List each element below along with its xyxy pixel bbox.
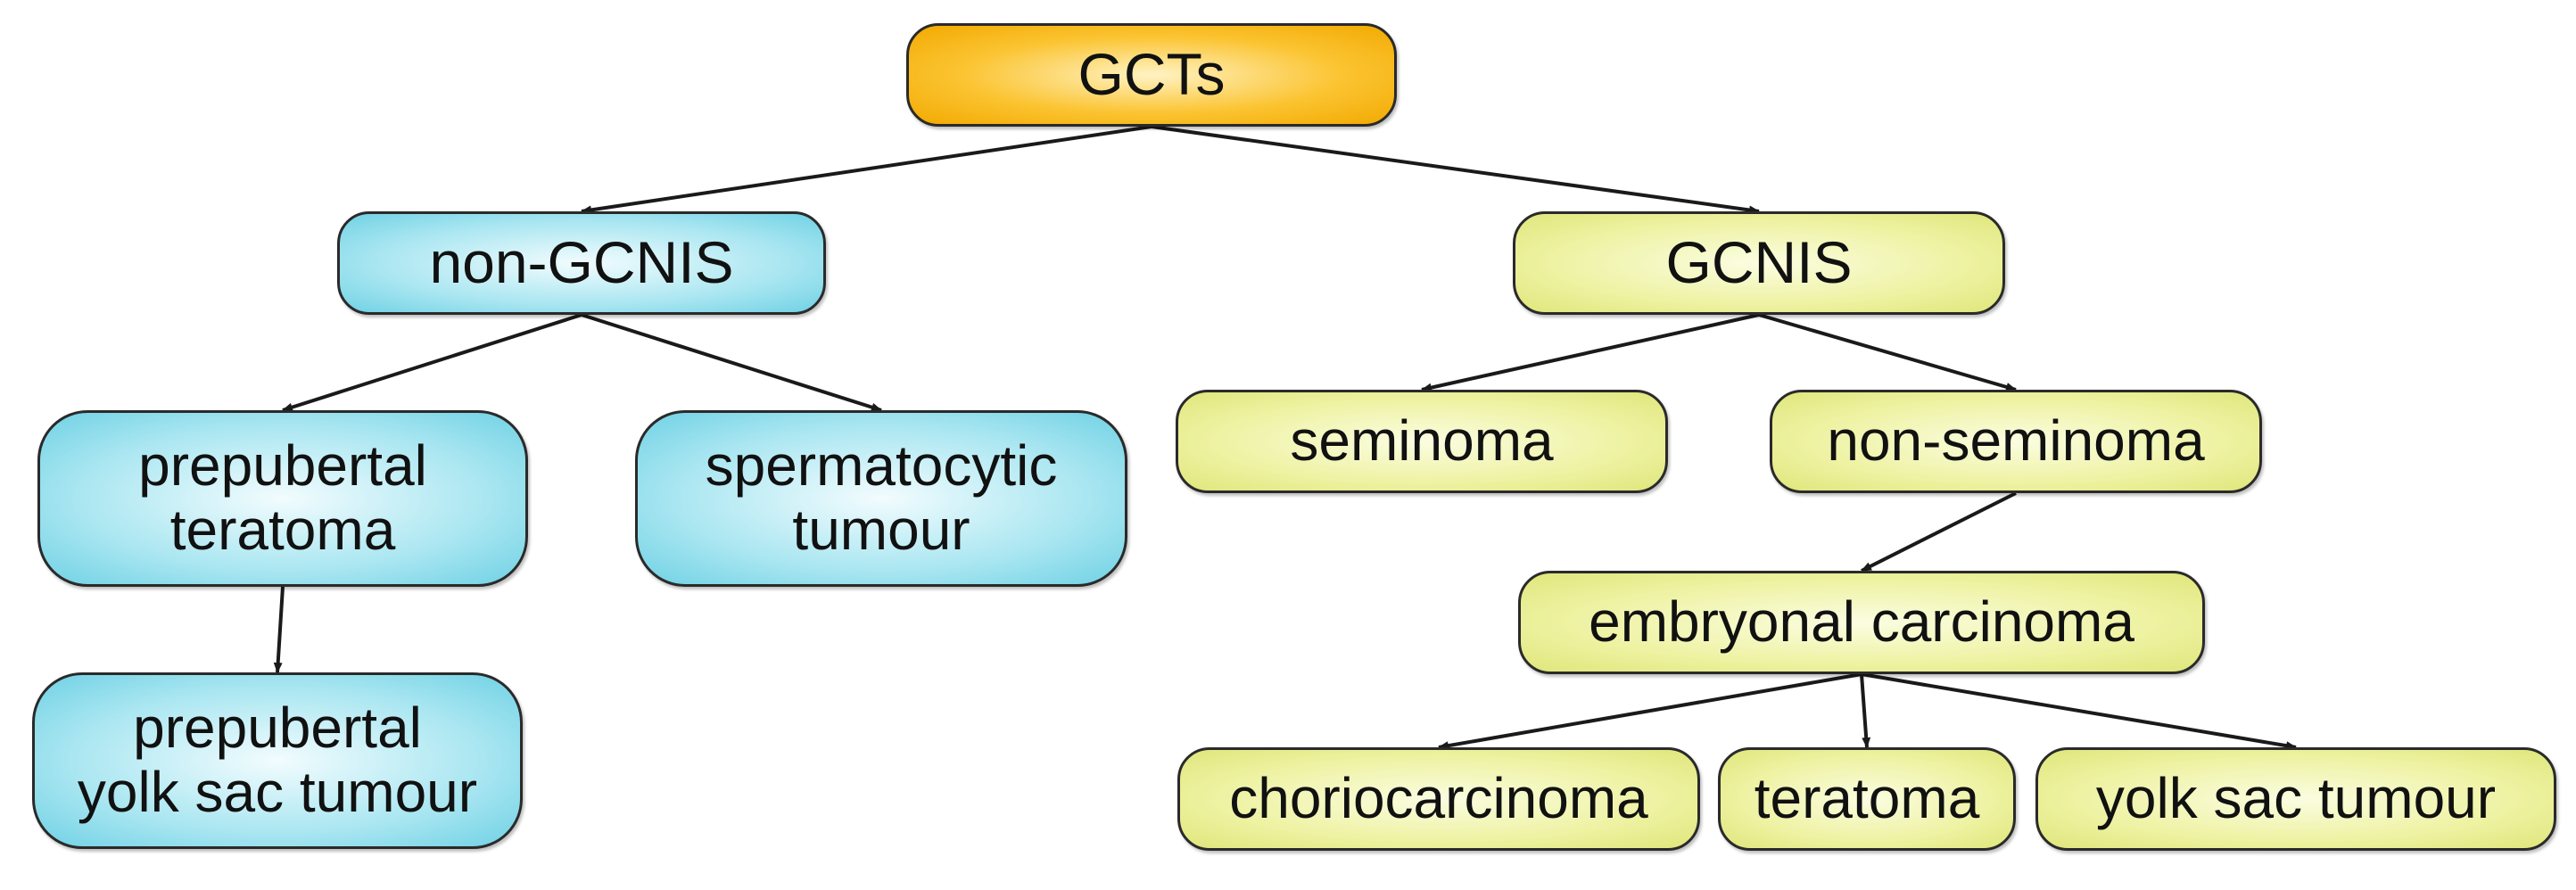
node-seminoma-label: seminoma xyxy=(1290,408,1554,474)
node-gcnis-label: GCNIS xyxy=(1665,229,1853,296)
node-prepubertal-yolk-sac-tumour-label: prepubertal yolk sac tumour xyxy=(77,696,478,824)
arrow-non_gcnis-to-prepubertal_teratoma xyxy=(282,313,582,412)
node-choriocarcinoma: choriocarcinoma xyxy=(1177,747,1700,851)
arrow-non_gcnis-to-spermatocytic_tumour xyxy=(581,313,882,412)
node-non-seminoma-label: non-seminoma xyxy=(1827,408,2205,474)
node-gcts-label: GCTs xyxy=(1077,41,1226,108)
node-teratoma-label: teratoma xyxy=(1754,766,1980,831)
node-yolk-sac-tumour-label: yolk sac tumour xyxy=(2095,766,2497,831)
node-seminoma: seminoma xyxy=(1176,390,1668,493)
node-gcnis: GCNIS xyxy=(1513,211,2005,315)
arrow-gcnis-to-non_seminoma xyxy=(1758,313,2017,391)
arrow-prepubertal_teratoma-to-prepubertal_yolk_sac_tumour xyxy=(273,586,285,673)
arrow-embryonal_carcinoma-to-yolk_sac_tumour xyxy=(1861,672,2297,751)
node-gcts: GCTs xyxy=(906,23,1397,127)
node-embryonal-carcinoma: embryonal carcinoma xyxy=(1518,571,2205,674)
node-teratoma: teratoma xyxy=(1718,747,2016,851)
arrow-gcts-to-gcnis xyxy=(1151,125,1760,215)
node-yolk-sac-tumour: yolk sac tumour xyxy=(2035,747,2556,851)
node-prepubertal-teratoma: prepubertal teratoma xyxy=(37,410,528,587)
node-non-gcnis-label: non-GCNIS xyxy=(429,229,734,296)
arrow-embryonal_carcinoma-to-teratoma xyxy=(1860,673,1871,748)
arrow-gcnis-to-seminoma xyxy=(1421,313,1760,392)
node-spermatocytic-tumour: spermatocytic tumour xyxy=(635,410,1127,587)
node-embryonal-carcinoma-label: embryonal carcinoma xyxy=(1589,589,2134,655)
arrow-gcts-to-non_gcnis xyxy=(581,125,1152,215)
node-spermatocytic-tumour-label: spermatocytic tumour xyxy=(705,433,1058,562)
node-non-gcnis: non-GCNIS xyxy=(337,211,826,315)
node-choriocarcinoma-label: choriocarcinoma xyxy=(1229,766,1648,831)
arrow-non_seminoma-to-embryonal_carcinoma xyxy=(1861,491,2017,573)
node-non-seminoma: non-seminoma xyxy=(1770,390,2262,493)
arrow-embryonal_carcinoma-to-choriocarcinoma xyxy=(1438,672,1862,751)
node-prepubertal-teratoma-label: prepubertal teratoma xyxy=(138,433,427,562)
node-prepubertal-yolk-sac-tumour: prepubertal yolk sac tumour xyxy=(32,672,523,849)
